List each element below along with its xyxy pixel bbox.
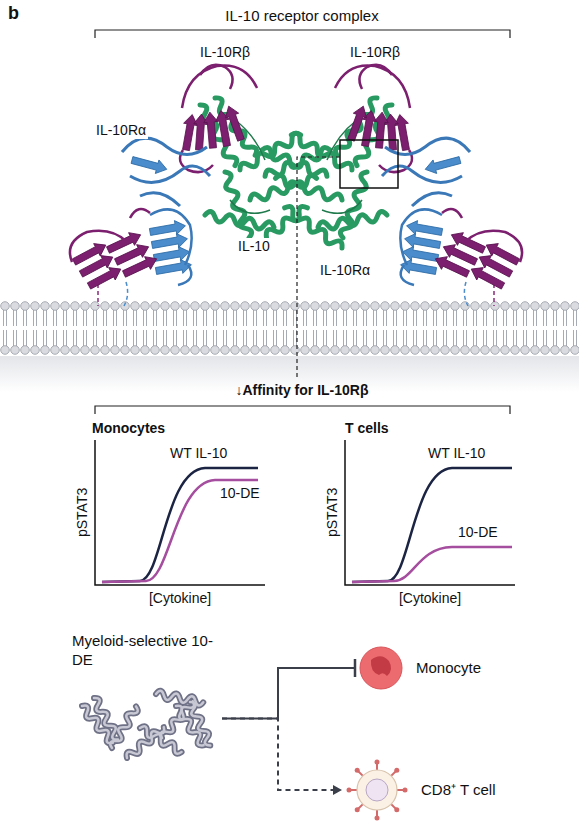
protein-ribbon bbox=[72, 676, 222, 772]
figure-title: IL-10 receptor complex bbox=[225, 7, 378, 25]
monocyte-icon bbox=[358, 645, 404, 691]
t-cell-icon-part bbox=[366, 779, 388, 801]
protein-ribbon-part-part bbox=[138, 724, 184, 755]
t-cell-icon-part-part bbox=[375, 760, 380, 765]
chart-title: T cells bbox=[345, 420, 389, 437]
structure-illustration-part bbox=[352, 547, 512, 582]
protein-label: IL-10Rα bbox=[318, 262, 372, 279]
node-label: CD8⁺ T cell bbox=[421, 781, 495, 800]
connector bbox=[222, 718, 342, 795]
protein-ribbon-part bbox=[79, 690, 214, 761]
structure-illustration-part bbox=[345, 440, 515, 585]
inhibition-bar bbox=[354, 659, 357, 677]
t-cell-icon bbox=[345, 758, 409, 822]
connector-line bbox=[222, 718, 334, 790]
t-cell-icon-part-part bbox=[355, 807, 360, 812]
chart-title: Monocytes bbox=[92, 420, 165, 437]
series-label: 10-DE bbox=[220, 485, 260, 502]
t-cell-icon-part bbox=[357, 770, 397, 810]
t-cell-icon-part-part bbox=[375, 816, 380, 821]
protein-ribbon-part-part bbox=[155, 690, 204, 706]
protein-ribbon-part bbox=[79, 690, 214, 761]
protein-ribbon-part-part bbox=[155, 690, 204, 706]
axis-label: pSTAT3 bbox=[75, 487, 92, 536]
structure-illustration-part bbox=[0, 300, 579, 356]
axis-label: [Cytokine] bbox=[149, 590, 211, 607]
t-cell-node: CD8⁺ T cell bbox=[345, 758, 495, 822]
node-text-group: CD8⁺ T cell bbox=[421, 781, 495, 800]
node-label: Myeloid-selective 10-DE bbox=[72, 632, 222, 670]
axis-label: [Cytokine] bbox=[399, 590, 461, 607]
protein-ribbon-part-part bbox=[186, 700, 214, 747]
structure-illustration-part bbox=[340, 140, 398, 188]
protein-label: IL-10Rβ bbox=[348, 44, 402, 61]
connector bbox=[222, 659, 355, 718]
protein-label: IL-10Rβ bbox=[198, 44, 252, 61]
section-heading: ↓Affinity for IL-10Rβ bbox=[236, 382, 369, 399]
protein-label: IL-10 bbox=[236, 238, 272, 255]
node-label: Monocyte bbox=[416, 659, 481, 678]
arrow-head bbox=[333, 785, 342, 795]
t-cell-icon-part-part bbox=[394, 768, 399, 773]
monocyte-node: Monocyte bbox=[358, 645, 481, 691]
protein-ribbon-part-part bbox=[173, 703, 207, 747]
structure-illustration-part bbox=[95, 30, 510, 38]
protein-label: IL-10Rα bbox=[94, 122, 148, 139]
t-cell-icon-part-part bbox=[355, 768, 360, 773]
structure-illustration-part bbox=[263, 65, 522, 306]
t-cell-icon-part bbox=[347, 760, 408, 821]
panel-letter: b bbox=[8, 3, 19, 25]
axis-label: pSTAT3 bbox=[325, 487, 342, 536]
connector-line bbox=[222, 668, 355, 718]
node-text-group: Monocyte bbox=[416, 659, 481, 678]
structure-illustration-part bbox=[352, 468, 512, 582]
t-cell-icon-part bbox=[349, 762, 405, 818]
protein-ribbon-part-part bbox=[91, 696, 122, 742]
protein-ribbon-part-part bbox=[109, 704, 140, 750]
structure-illustration-part bbox=[95, 440, 265, 585]
protein-ribbon-part-part bbox=[138, 724, 184, 755]
t-cell-icon-part-part bbox=[347, 788, 352, 793]
series-label: WT IL-10 bbox=[428, 445, 485, 462]
t-cell-icon-part-part bbox=[394, 807, 399, 812]
drug-node: Myeloid-selective 10-DE bbox=[72, 632, 222, 772]
structure-illustration-part bbox=[95, 406, 510, 414]
series-label: WT IL-10 bbox=[170, 445, 227, 462]
t-cell-icon-part-part bbox=[403, 788, 408, 793]
monocyte-icon-part bbox=[371, 656, 391, 676]
node-text-group: Myeloid-selective 10-DE bbox=[72, 632, 222, 670]
series-label: 10-DE bbox=[458, 524, 498, 541]
monocyte-icon-part bbox=[360, 647, 402, 689]
